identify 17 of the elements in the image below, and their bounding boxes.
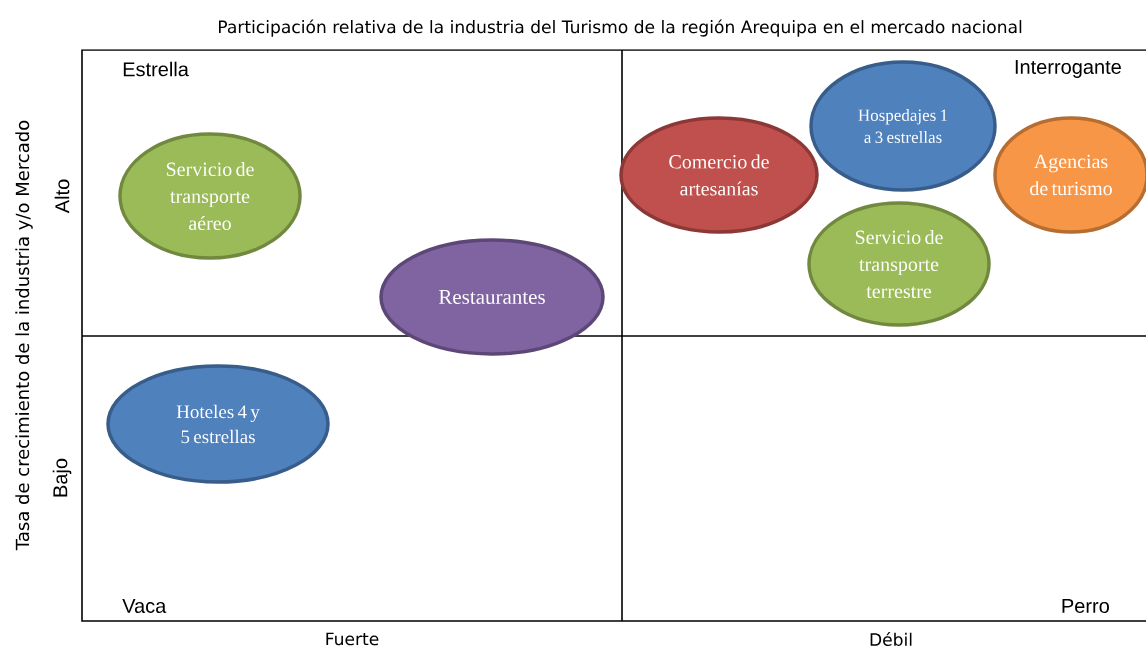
bubble: Servicio de transporte terrestre — [807, 201, 991, 327]
quadrant-label: Perro — [1062, 599, 1109, 613]
bubble: Hospedajes 1 a 3 estrellas — [809, 60, 997, 192]
bubble: Agencias de turismo — [993, 116, 1146, 234]
axis-label: Fuerte — [326, 632, 379, 646]
bubble: Restaurantes — [379, 238, 605, 356]
axis-label: Bajo — [52, 458, 72, 497]
quadrant-label: Interrogante — [1015, 60, 1121, 78]
bubble: Servicio de transporte aéreo — [118, 132, 302, 260]
quadrant-label: Estrella — [123, 61, 189, 77]
bubble: Hoteles 4 y 5 estrellas — [106, 364, 330, 484]
quadrant-label: Vaca — [122, 599, 167, 613]
chart-title: Participación relativa de la industria del Turismo de la región Arequipa en el mercado nacional — [219, 19, 1022, 37]
axis-title: Tasa de crecimiento de la industria y/o Mercado — [15, 120, 33, 551]
axis-label: Débil — [870, 632, 912, 646]
axis-label: Alto — [54, 179, 70, 214]
bubble: Comercio de artesanías — [619, 116, 819, 234]
